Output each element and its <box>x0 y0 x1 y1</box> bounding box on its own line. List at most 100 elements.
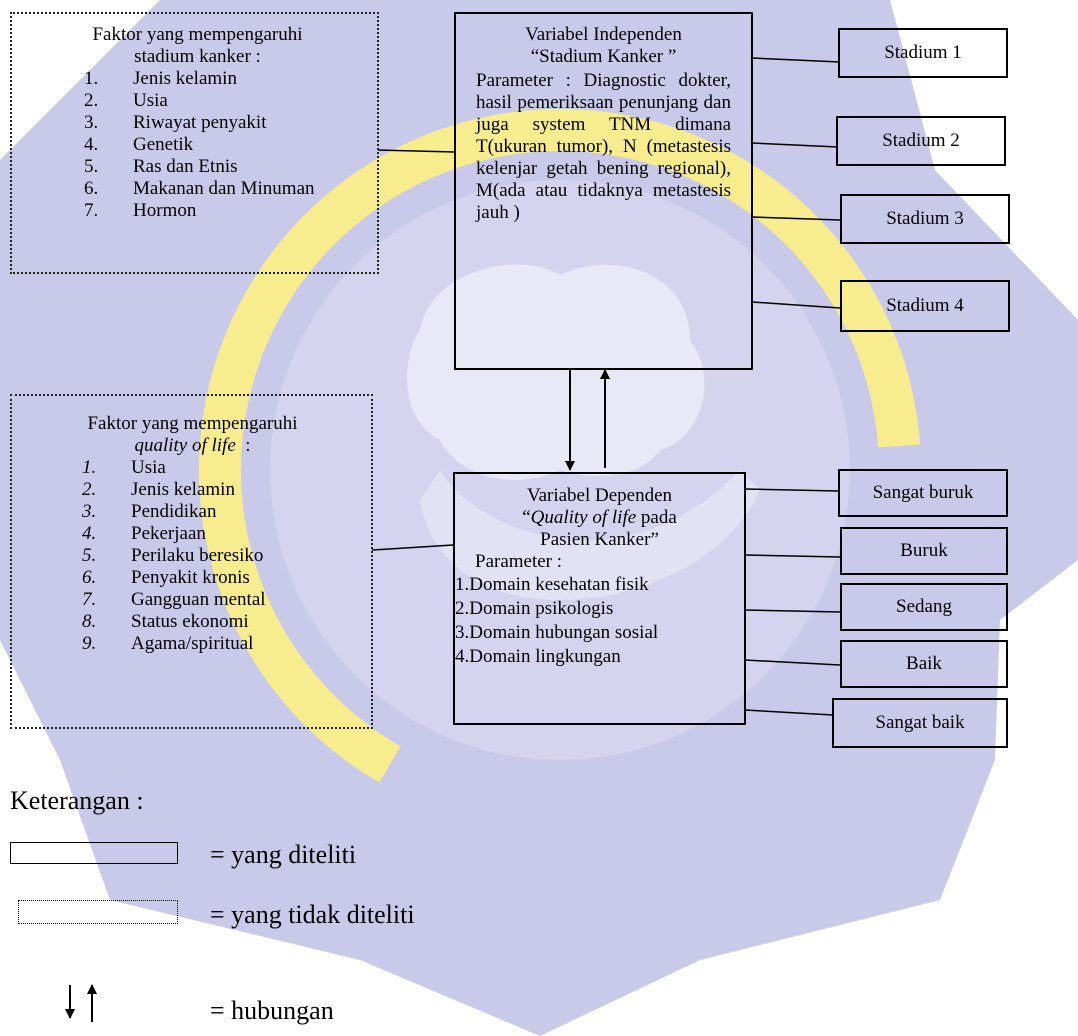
list-item-text: Genetik <box>133 134 194 155</box>
independent-variable-box: Variabel Independen “Stadium Kanker ” Pa… <box>454 12 753 370</box>
legend-studied-text: = yang diteliti <box>210 840 357 869</box>
watermark-yellow-ring <box>198 108 921 831</box>
list-item-text: Agama/spiritual <box>131 633 254 654</box>
list-item-text: Pekerjaan <box>131 523 206 544</box>
line-stadium-2 <box>751 142 839 148</box>
list-item: 7.Hormon <box>84 200 197 221</box>
line-factors-qol-to-dependent <box>371 544 454 551</box>
qol-level-label: Sangat baik <box>875 712 965 733</box>
stadium-2-box: Stadium 2 <box>836 116 1006 166</box>
independent-parameter: Parameter : Diagnostic dokter, hasil pem… <box>476 70 731 223</box>
line-sangat-baik <box>744 709 834 716</box>
list-item-text: Riwayat penyakit <box>133 112 267 133</box>
list-item-text: Perilaku beresiko <box>131 545 264 566</box>
list-item: 5.Ras dan Etnis <box>84 156 238 177</box>
dependent-domain-list: 1.Domain kesehatan fisik 2.Domain psikol… <box>455 573 744 669</box>
independent-title: Variabel Independen <box>525 24 682 45</box>
dependent-parameter-label: Parameter : <box>475 551 563 572</box>
qol-level-label: Sangat buruk <box>872 482 974 503</box>
dependent-variable-box: Variabel Dependen “Quality of life pada … <box>453 472 746 725</box>
qol-italic-text: quality of life <box>134 435 236 456</box>
list-item-text: Gangguan mental <box>131 589 266 610</box>
list-item: 1.Usia <box>82 457 166 478</box>
qol-level-label: Baik <box>906 653 942 674</box>
qol-italic-text: Quality of life <box>530 507 637 528</box>
list-item: 8.Status ekonomi <box>82 611 249 632</box>
factors-qol-title-line1: Faktor yang mempengaruhi <box>87 413 298 434</box>
factors-qol-box: Faktor yang mempengaruhi quality of life… <box>10 394 373 729</box>
domain-item: 4.Domain lingkungan <box>455 646 621 667</box>
line-sedang <box>744 609 841 613</box>
watermark-brain-shape <box>406 264 705 480</box>
list-item: 1.Jenis kelamin <box>84 68 237 89</box>
list-item: 2.Jenis kelamin <box>82 479 235 500</box>
legend-not-studied-text: = yang tidak diteliti <box>210 900 415 929</box>
domain-item: 3.Domain hubungan sosial <box>455 622 659 643</box>
list-item-text: Hormon <box>133 200 197 221</box>
list-item-text: Usia <box>131 457 166 478</box>
list-item: 4.Pekerjaan <box>82 523 206 544</box>
list-item-text: Ras dan Etnis <box>133 156 238 177</box>
factors-qol-title: Faktor yang mempengaruhi quality of life… <box>20 413 365 457</box>
stadium-label: Stadium 3 <box>886 208 964 229</box>
list-item: 6.Penyakit kronis <box>82 567 250 588</box>
stadium-label: Stadium 4 <box>886 295 964 316</box>
domain-item: 1.Domain kesehatan fisik <box>455 574 649 595</box>
legend-solid-box-sample <box>10 842 178 864</box>
stadium-1-box: Stadium 1 <box>838 28 1008 78</box>
stadium-label: Stadium 1 <box>884 42 962 63</box>
legend-relation-text: = hubungan <box>210 996 334 1025</box>
list-item-text: Status ekonomi <box>131 611 249 632</box>
qol-baik-box: Baik <box>840 640 1008 688</box>
line-stadium-1 <box>751 57 841 63</box>
list-item: 3.Riwayat penyakit <box>84 112 267 133</box>
factors-qol-title-line2: quality of life : <box>20 435 365 457</box>
list-item: 4.Genetik <box>84 134 194 155</box>
list-item-text: Makanan dan Minuman <box>133 178 315 199</box>
qol-suffix: : <box>235 435 251 456</box>
stadium-label: Stadium 2 <box>882 130 960 151</box>
list-item-text: Jenis kelamin <box>131 479 235 500</box>
independent-subtitle: “Stadium Kanker ” <box>530 46 677 67</box>
list-item-text: Usia <box>133 90 168 111</box>
qol-sangat-baik-box: Sangat baik <box>832 698 1008 748</box>
list-item-text: Jenis kelamin <box>133 68 237 89</box>
qol-sangat-buruk-box: Sangat buruk <box>838 469 1008 517</box>
list-item: 6.Makanan dan Minuman <box>84 178 315 199</box>
list-item-text: Pendidikan <box>131 501 217 522</box>
factors-stage-box: Faktor yang mempengaruhi stadium kanker … <box>10 12 379 274</box>
list-item: 5.Perilaku beresiko <box>82 545 264 566</box>
list-item: 2.Usia <box>84 90 168 111</box>
factors-stage-list: 1.Jenis kelamin 2.Usia 3.Riwayat penyaki… <box>84 68 371 222</box>
stadium-3-box: Stadium 3 <box>840 194 1010 244</box>
qol-buruk-box: Buruk <box>840 527 1008 575</box>
stadium-4-box: Stadium 4 <box>840 280 1010 332</box>
list-item: 9.Agama/spiritual <box>82 633 254 654</box>
qol-sedang-box: Sedang <box>840 583 1008 631</box>
quote-open: “ <box>522 507 531 528</box>
qol-level-label: Sedang <box>896 596 952 617</box>
subtitle-rest: pada <box>636 507 677 528</box>
watermark-hand-shape <box>420 470 760 600</box>
list-item: 3.Pendidikan <box>82 501 217 522</box>
list-item-text: Penyakit kronis <box>131 567 250 588</box>
line-sangat-buruk <box>744 488 839 492</box>
dependent-subtitle-line3: Pasien Kanker” <box>540 529 659 550</box>
factors-stage-title-line2: stadium kanker : <box>134 46 261 67</box>
factors-qol-list: 1.Usia 2.Jenis kelamin 3.Pendidikan 4.Pe… <box>82 457 365 655</box>
domain-item: 2.Domain psikologis <box>455 598 614 619</box>
dependent-title: Variabel Dependen <box>526 485 673 506</box>
qol-level-label: Buruk <box>900 540 948 561</box>
line-stadium-4 <box>751 301 841 309</box>
line-stadium-3 <box>751 216 841 221</box>
legend-dotted-box-sample <box>18 900 178 924</box>
factors-stage-title: Faktor yang mempengaruhi stadium kanker … <box>24 24 371 68</box>
line-buruk <box>744 554 841 558</box>
legend-title: Keterangan : <box>10 786 144 815</box>
line-baik <box>744 659 841 666</box>
list-item: 7.Gangguan mental <box>82 589 266 610</box>
factors-stage-title-line1: Faktor yang mempengaruhi <box>92 24 303 45</box>
dependent-subtitle: “Quality of life pada <box>455 507 744 529</box>
